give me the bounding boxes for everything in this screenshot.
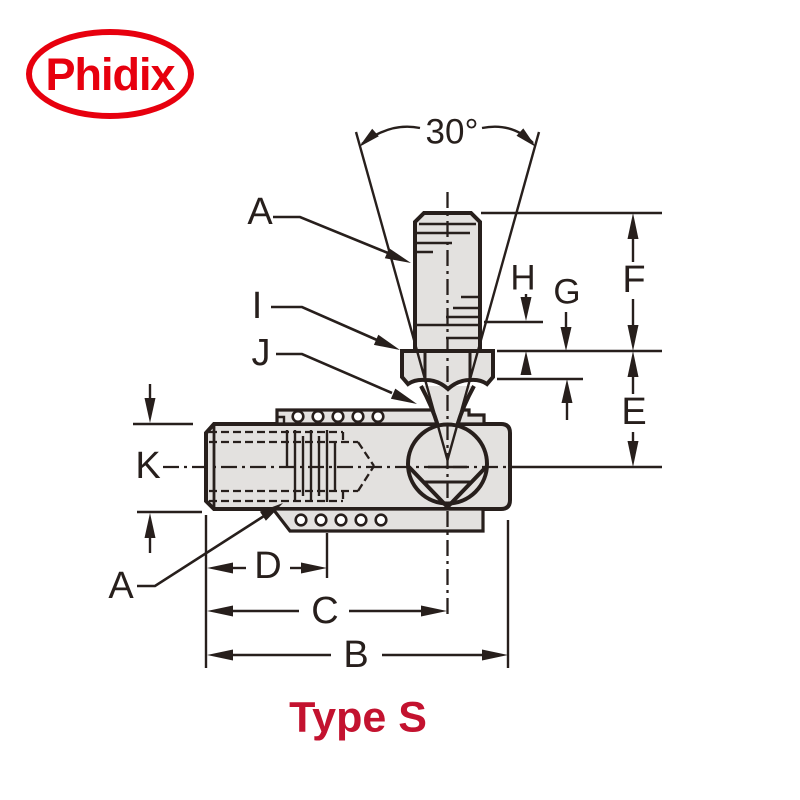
label-b: B — [343, 634, 369, 676]
phidix-logo-text: Phidix — [45, 48, 175, 100]
dimension-k — [144, 384, 156, 553]
label-a-bottom: A — [108, 565, 134, 607]
label-j: J — [251, 332, 271, 374]
label-c: C — [311, 590, 339, 632]
type-caption: Type S — [289, 693, 427, 742]
label-g: G — [553, 272, 581, 312]
leader-arrowhead-a-bottom — [259, 503, 283, 521]
arc-arrowhead-right — [516, 128, 536, 147]
leader-arrowhead-j — [390, 388, 417, 404]
cone-angle-lines — [354, 125, 541, 461]
phidix-logo: Phidix — [26, 29, 194, 119]
angle-label: 30° — [425, 112, 479, 152]
hidden-thread-bore — [209, 430, 375, 503]
leader-arrowhead-a-top — [384, 248, 411, 263]
label-e: E — [621, 391, 647, 433]
label-d: D — [254, 545, 282, 587]
dimension-h-g — [520, 294, 573, 420]
reference-lines — [133, 211, 662, 668]
label-a-top: A — [247, 191, 273, 233]
arc-arrowhead-left — [359, 128, 379, 147]
label-i: I — [251, 285, 263, 327]
dimension-f-e — [627, 213, 639, 467]
dimension-d-c-b — [207, 562, 508, 661]
label-f: F — [622, 259, 646, 301]
leader-arrowhead-i — [373, 334, 400, 350]
leader-lines — [137, 215, 417, 588]
label-k: K — [135, 445, 161, 487]
centerlines — [163, 192, 512, 618]
label-h: H — [510, 258, 536, 298]
spring-retainer-bottom — [269, 507, 485, 533]
